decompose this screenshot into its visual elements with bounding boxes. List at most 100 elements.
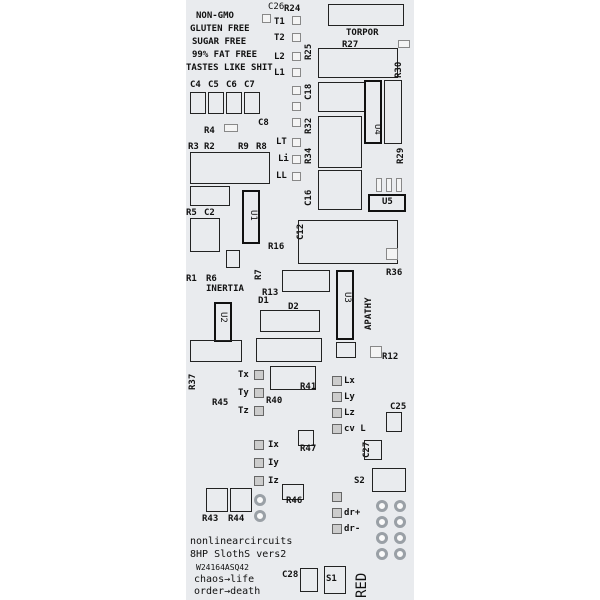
- label-cvl: cv L: [344, 424, 366, 434]
- pad-a: [292, 86, 301, 95]
- label-l2: L2: [274, 52, 285, 62]
- hole-1: [254, 494, 266, 506]
- label-r9: R9: [238, 142, 249, 152]
- label-l1: L1: [274, 68, 285, 78]
- c4-outline: [190, 92, 206, 114]
- label-ix: Ix: [268, 440, 279, 450]
- serial-text: W24164ASQ42: [196, 563, 249, 572]
- claim-tastes: TASTES LIKE SHIT: [186, 63, 273, 73]
- ix-pad: [254, 440, 264, 450]
- label-c28: C28: [282, 570, 299, 580]
- r13-block: [282, 270, 330, 292]
- hole-10: [394, 548, 406, 560]
- s2-outline: [372, 468, 406, 492]
- pad-b: [292, 102, 301, 111]
- pad-d1: [332, 492, 342, 502]
- label-r5: R5: [186, 208, 197, 218]
- label-t2: T2: [274, 33, 285, 43]
- claim-non-gmo: NON-GMO: [196, 11, 234, 21]
- r37-block: [190, 340, 242, 362]
- label-u1: U1: [248, 210, 258, 221]
- label-r1: R1: [186, 274, 197, 284]
- hole-9: [376, 548, 388, 560]
- pcb-board: NON-GMO GLUTEN FREE SUGAR FREE 99% FAT F…: [186, 0, 414, 600]
- motto-1: chaos→life: [194, 574, 255, 585]
- label-ll: LL: [276, 171, 287, 181]
- ly-pad: [332, 392, 342, 402]
- torpor-pad: [398, 40, 410, 48]
- u5-chip: [368, 194, 406, 212]
- u5-pin2: [386, 178, 392, 192]
- label-r8: R8: [256, 142, 267, 152]
- u5-pin1: [376, 178, 382, 192]
- r32-block: [318, 116, 362, 168]
- hole-5: [376, 516, 388, 528]
- u2-chip: [214, 302, 232, 342]
- label-c5: C5: [208, 80, 219, 90]
- label-r37: R37: [188, 373, 198, 390]
- label-r27: R27: [342, 40, 359, 50]
- label-r4: R4: [204, 126, 215, 136]
- hole-4: [394, 500, 406, 512]
- label-torpor: TORPOR: [346, 28, 379, 38]
- label-r12: R12: [382, 352, 399, 362]
- c25-outline: [386, 412, 402, 432]
- label-c7: C7: [244, 80, 255, 90]
- r47-outline: [298, 430, 314, 446]
- c7-outline: [244, 92, 260, 114]
- hole-3: [376, 500, 388, 512]
- label-r45: R45: [212, 398, 229, 408]
- label-c4: C4: [190, 80, 201, 90]
- r27-block: [318, 48, 398, 78]
- hole-6: [394, 516, 406, 528]
- label-tz: Tz: [238, 406, 249, 416]
- label-tx: Tx: [238, 370, 249, 380]
- label-d1: D1: [258, 296, 269, 306]
- r4-pad: [224, 124, 238, 132]
- label-r44: R44: [228, 514, 245, 524]
- r36-pad: [386, 248, 398, 260]
- model-text: 8HP SlothS vers2: [190, 549, 287, 560]
- claim-sugar-free: SUGAR FREE: [192, 37, 247, 47]
- label-r41: R41: [300, 382, 317, 392]
- c28-outline: [300, 568, 318, 592]
- hole-7: [376, 532, 388, 544]
- hole-2: [254, 510, 266, 522]
- label-c16: C16: [304, 189, 314, 206]
- label-r40: R40: [266, 396, 283, 406]
- label-s1: S1: [326, 574, 337, 584]
- color-label: RED: [354, 572, 370, 598]
- label-c6: C6: [226, 80, 237, 90]
- label-r47: R47: [300, 444, 317, 454]
- label-r43: R43: [202, 514, 219, 524]
- ll-pad: [292, 172, 301, 181]
- t1-pad: [292, 16, 301, 25]
- li-pad: [292, 155, 301, 164]
- diode-block: [260, 310, 320, 332]
- label-u2: U2: [218, 312, 228, 323]
- label-r2: R2: [204, 142, 215, 152]
- label-lz: Lz: [344, 408, 355, 418]
- tx-pad: [254, 370, 264, 380]
- label-iy: Iy: [268, 458, 279, 468]
- label-r34: R34: [304, 147, 314, 164]
- motto-2: order→death: [194, 586, 261, 597]
- tz-pad: [254, 406, 264, 416]
- drp-pad: [332, 508, 342, 518]
- label-r13: R13: [262, 288, 279, 298]
- r43-outline: [206, 488, 228, 512]
- brand-text: nonlinearcircuits: [190, 536, 293, 547]
- label-u4: U4: [372, 124, 382, 135]
- label-r25: R25: [304, 43, 314, 60]
- drm-pad: [332, 524, 342, 534]
- u3-cap-block: [336, 342, 356, 358]
- r44-outline: [230, 488, 252, 512]
- label-ty: Ty: [238, 388, 249, 398]
- u3-chip: [336, 270, 354, 340]
- label-u5: U5: [382, 197, 393, 207]
- r34-block: [318, 170, 362, 210]
- r5-block: [190, 218, 220, 252]
- label-lt: LT: [276, 137, 287, 147]
- torpor-cap-block: [328, 4, 404, 26]
- r46-outline: [282, 484, 304, 500]
